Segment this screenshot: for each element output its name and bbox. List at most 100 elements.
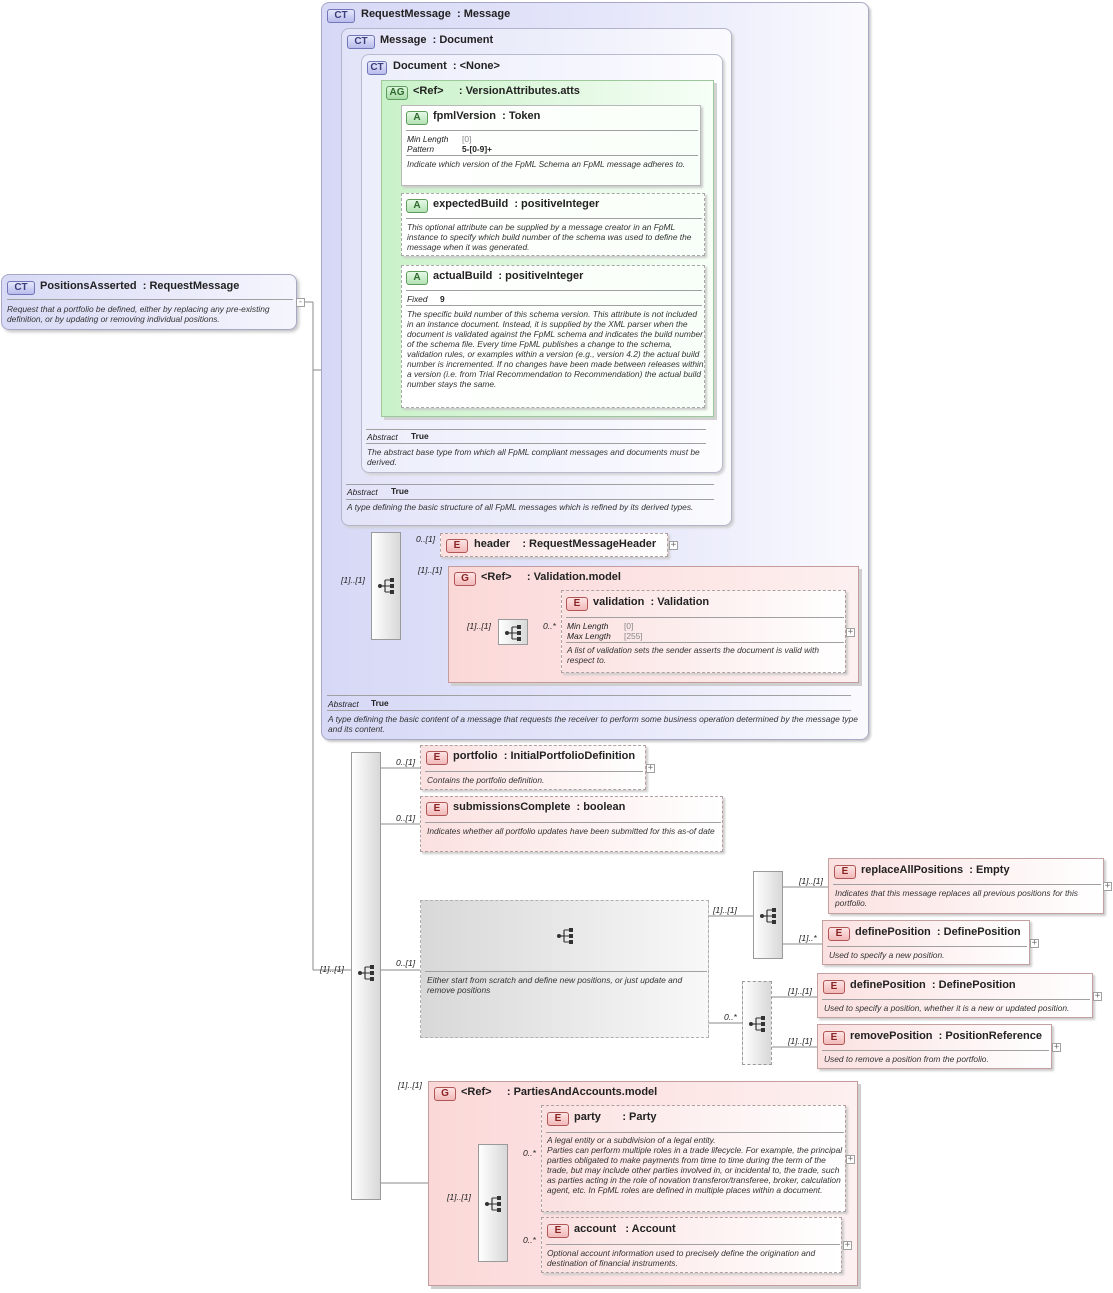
account-element[interactable]: E account : Account Optional account inf… <box>541 1217 842 1273</box>
element-icon: E <box>823 1031 845 1045</box>
message-title: Message : Document <box>380 34 494 46</box>
cardinality-label: [1]..[1] <box>447 1192 471 1202</box>
attribute-name: actualBuild : positiveInteger <box>433 270 584 282</box>
choice-compositor-icon <box>557 928 573 944</box>
element-name: definePosition : DefinePosition <box>850 979 1016 991</box>
abstract-label: Abstract <box>367 432 398 442</box>
element-icon: E <box>823 980 845 994</box>
sequence-compositor-icon <box>485 1196 501 1212</box>
validation-element[interactable]: E validation : Validation Min Length [0]… <box>561 590 846 673</box>
expand-plus-icon[interactable]: + <box>1030 938 1039 948</box>
element-name: submissionsComplete : boolean <box>453 801 626 813</box>
cardinality-label: [1]..[1] <box>418 565 442 575</box>
main-sequence[interactable] <box>351 752 381 1200</box>
element-icon: E <box>426 751 448 765</box>
expand-plus-icon[interactable]: + <box>1103 881 1112 891</box>
root-documentation: Request that a portfolio be defined, eit… <box>7 304 270 324</box>
root-type-name: PositionsAsserted : RequestMessage <box>40 280 240 292</box>
cardinality-label: [1]..[1] <box>788 1036 812 1046</box>
element-documentation: Used to remove a position from the portf… <box>824 1054 989 1064</box>
attribute-documentation: The specific build number of this schema… <box>407 309 704 389</box>
abstract-value: True <box>371 698 389 708</box>
expand-plus-icon[interactable]: + <box>846 627 855 637</box>
element-documentation: Indicates that this message replaces all… <box>835 888 1078 908</box>
cardinality-label: 0..* <box>543 621 556 631</box>
cardinality-label: 0..* <box>523 1235 536 1245</box>
document-title: Document : <None> <box>393 60 500 72</box>
choice-documentation: Either start from scratch and define new… <box>427 975 683 995</box>
cardinality-label: [1]..[1] <box>788 986 812 996</box>
update-sequence[interactable] <box>742 981 772 1065</box>
cardinality-label: 0..* <box>724 1012 737 1022</box>
cardinality-label: [1]..[1] <box>467 621 491 631</box>
element-name: removePosition : PositionReference <box>850 1030 1042 1042</box>
parties-sequence[interactable] <box>478 1144 508 1262</box>
cardinality-label: 0..* <box>523 1148 536 1158</box>
element-name: validation : Validation <box>593 596 710 608</box>
remove-position-element[interactable]: E removePosition : PositionReference Use… <box>817 1024 1052 1069</box>
sequence-compositor-icon <box>358 965 374 981</box>
fpml-version-attribute[interactable]: A fpmlVersion : Token Min Length [0] Pat… <box>401 105 701 186</box>
attribute-icon: A <box>406 111 428 125</box>
element-icon: E <box>828 927 850 941</box>
complex-type-icon: CT <box>7 281 35 295</box>
element-documentation: A legal entity or a subdivision of a leg… <box>547 1135 843 1195</box>
element-icon: E <box>426 802 448 816</box>
element-documentation: A list of validation sets the sender ass… <box>567 645 819 665</box>
collapse-minus-icon[interactable]: - <box>296 297 305 307</box>
portfolio-element[interactable]: E portfolio : InitialPortfolioDefinition… <box>420 745 646 790</box>
define-position-element[interactable]: E definePosition : DefinePosition Used t… <box>817 973 1093 1018</box>
expand-plus-icon[interactable]: + <box>846 1154 855 1164</box>
element-documentation: Optional account information used to pre… <box>547 1248 816 1268</box>
header-element[interactable]: E header : RequestMessageHeader <box>440 533 668 557</box>
element-name: party : Party <box>574 1111 657 1123</box>
group-icon: G <box>434 1087 456 1101</box>
request-message-sequence[interactable] <box>371 532 401 640</box>
cardinality-label: [1]..[1] <box>320 964 344 974</box>
element-icon: E <box>834 865 856 879</box>
root-complex-type[interactable]: CT PositionsAsserted : RequestMessage Re… <box>1 274 297 330</box>
pattern-value: 5-[0-9]+ <box>462 144 493 154</box>
element-documentation: Used to specify a position, whether it i… <box>824 1003 1070 1013</box>
min-length-value: [0] <box>462 134 472 144</box>
element-name: header : RequestMessageHeader <box>474 538 657 550</box>
sequence-compositor-icon <box>760 908 776 924</box>
pattern-label: Pattern <box>407 144 435 154</box>
replace-all-positions-element[interactable]: E replaceAllPositions : Empty Indicates … <box>828 858 1104 914</box>
expand-plus-icon[interactable]: + <box>843 1240 852 1250</box>
element-icon: E <box>547 1112 569 1126</box>
attribute-documentation: This optional attribute can be supplied … <box>407 222 692 252</box>
validation-sequence[interactable] <box>498 619 528 645</box>
expand-plus-icon[interactable]: + <box>1052 1042 1061 1052</box>
expand-plus-icon[interactable]: + <box>646 763 655 773</box>
complex-type-icon: CT <box>347 35 375 49</box>
fixed-value: 9 <box>440 294 445 304</box>
group-title: <Ref> : Validation.model <box>481 571 621 583</box>
element-documentation: Indicates whether all portfolio updates … <box>427 826 715 836</box>
sequence-compositor-icon <box>505 625 521 641</box>
element-icon: E <box>547 1224 569 1238</box>
attribute-icon: A <box>406 271 428 285</box>
element-documentation: Contains the portfolio definition. <box>427 775 545 785</box>
cardinality-label: 0..[1] <box>396 757 416 767</box>
actual-build-attribute[interactable]: A actualBuild : positiveInteger Fixed 9 … <box>401 265 705 408</box>
cardinality-label: 0..[1] <box>396 813 416 823</box>
abstract-label: Abstract <box>328 699 359 709</box>
define-position-element[interactable]: E definePosition : DefinePosition Used t… <box>822 920 1030 965</box>
replace-sequence[interactable] <box>753 871 783 959</box>
party-element[interactable]: E party : Party A legal entity or a subd… <box>541 1105 846 1212</box>
element-documentation: Used to specify a new position. <box>829 950 945 960</box>
submissions-complete-element[interactable]: E submissionsComplete : boolean Indicate… <box>420 796 723 852</box>
abstract-value: True <box>391 486 409 496</box>
choice-compositor[interactable]: Either start from scratch and define new… <box>420 900 709 1038</box>
attribute-name: expectedBuild : positiveInteger <box>433 198 600 210</box>
cardinality-label: [1]..* <box>799 933 817 943</box>
expand-plus-icon[interactable]: + <box>1093 991 1102 1001</box>
attribute-documentation: Indicate which version of the FpML Schem… <box>407 159 686 169</box>
expected-build-attribute[interactable]: A expectedBuild : positiveInteger This o… <box>401 193 705 256</box>
expand-plus-icon[interactable]: + <box>669 540 678 550</box>
element-name: replaceAllPositions : Empty <box>861 864 1010 876</box>
element-icon: E <box>566 597 588 611</box>
group-icon: G <box>454 572 476 586</box>
attribute-group-title: <Ref> : VersionAttributes.atts <box>413 85 580 97</box>
